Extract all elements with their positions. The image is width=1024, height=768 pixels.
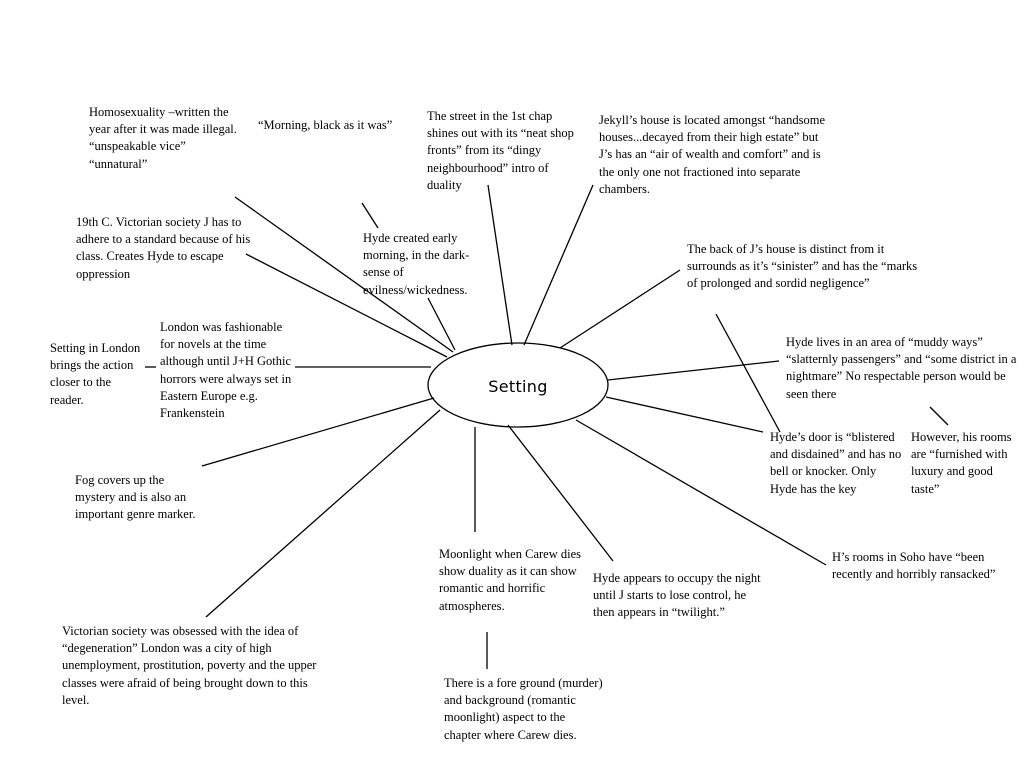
note-however-rooms: However, his rooms are “furnished with l… — [911, 430, 1012, 496]
line-back-to-door — [715, 313, 781, 433]
line-homosexuality — [234, 196, 454, 353]
note-london-fashionable: London was fashionable for novels at the… — [160, 320, 292, 421]
line-hyde-door — [605, 396, 764, 433]
line-jekyll-house — [523, 184, 594, 346]
note-back-of-house: The back of J’s house is distinct from i… — [687, 242, 918, 291]
line-street — [487, 184, 513, 346]
note-moonlight: Moonlight when Carew dies show duality a… — [439, 547, 581, 613]
center-label: Setting — [488, 377, 548, 396]
note-degeneration: Victorian society was obsessed with the … — [62, 624, 317, 707]
note-jekyll-house: Jekyll’s house is located amongst “hands… — [599, 113, 826, 196]
note-street-shopfronts: The street in the 1st chap shines out wi… — [427, 109, 574, 192]
note-hyde-lives: Hyde lives in an area of “muddy ways” “s… — [786, 335, 1017, 401]
line-victorian-j — [245, 253, 448, 358]
note-morning-black: “Morning, black as it was” — [258, 118, 393, 132]
note-hyde-created: Hyde created early morning, in the dark-… — [363, 231, 470, 297]
line-soho — [575, 419, 827, 566]
line-hyde-created — [427, 297, 456, 351]
note-setting-london: Setting in London brings the action clos… — [50, 341, 141, 407]
line-back-house — [559, 269, 681, 349]
center-ellipse — [427, 342, 609, 428]
line-degeneration — [205, 409, 441, 618]
line-however-rooms — [929, 406, 949, 426]
note-fog: Fog covers up the mystery and is also an… — [75, 473, 196, 522]
line-hyde-night — [507, 424, 614, 562]
note-hyde-door: Hyde’s door is “blistered and disdained”… — [770, 430, 902, 496]
note-victorian-society-j: 19th C. Victorian society J has to adher… — [76, 215, 251, 281]
line-fog — [201, 397, 435, 467]
note-foreground: There is a fore ground (murder) and back… — [444, 676, 603, 742]
note-homosexuality: Homosexuality –written the year after it… — [89, 105, 237, 171]
line-hyde-lives — [607, 360, 780, 381]
line-morning — [361, 202, 379, 229]
note-soho-rooms: H’s rooms in Soho have “been recently an… — [832, 550, 996, 582]
note-hyde-night: Hyde appears to occupy the night until J… — [593, 571, 761, 620]
